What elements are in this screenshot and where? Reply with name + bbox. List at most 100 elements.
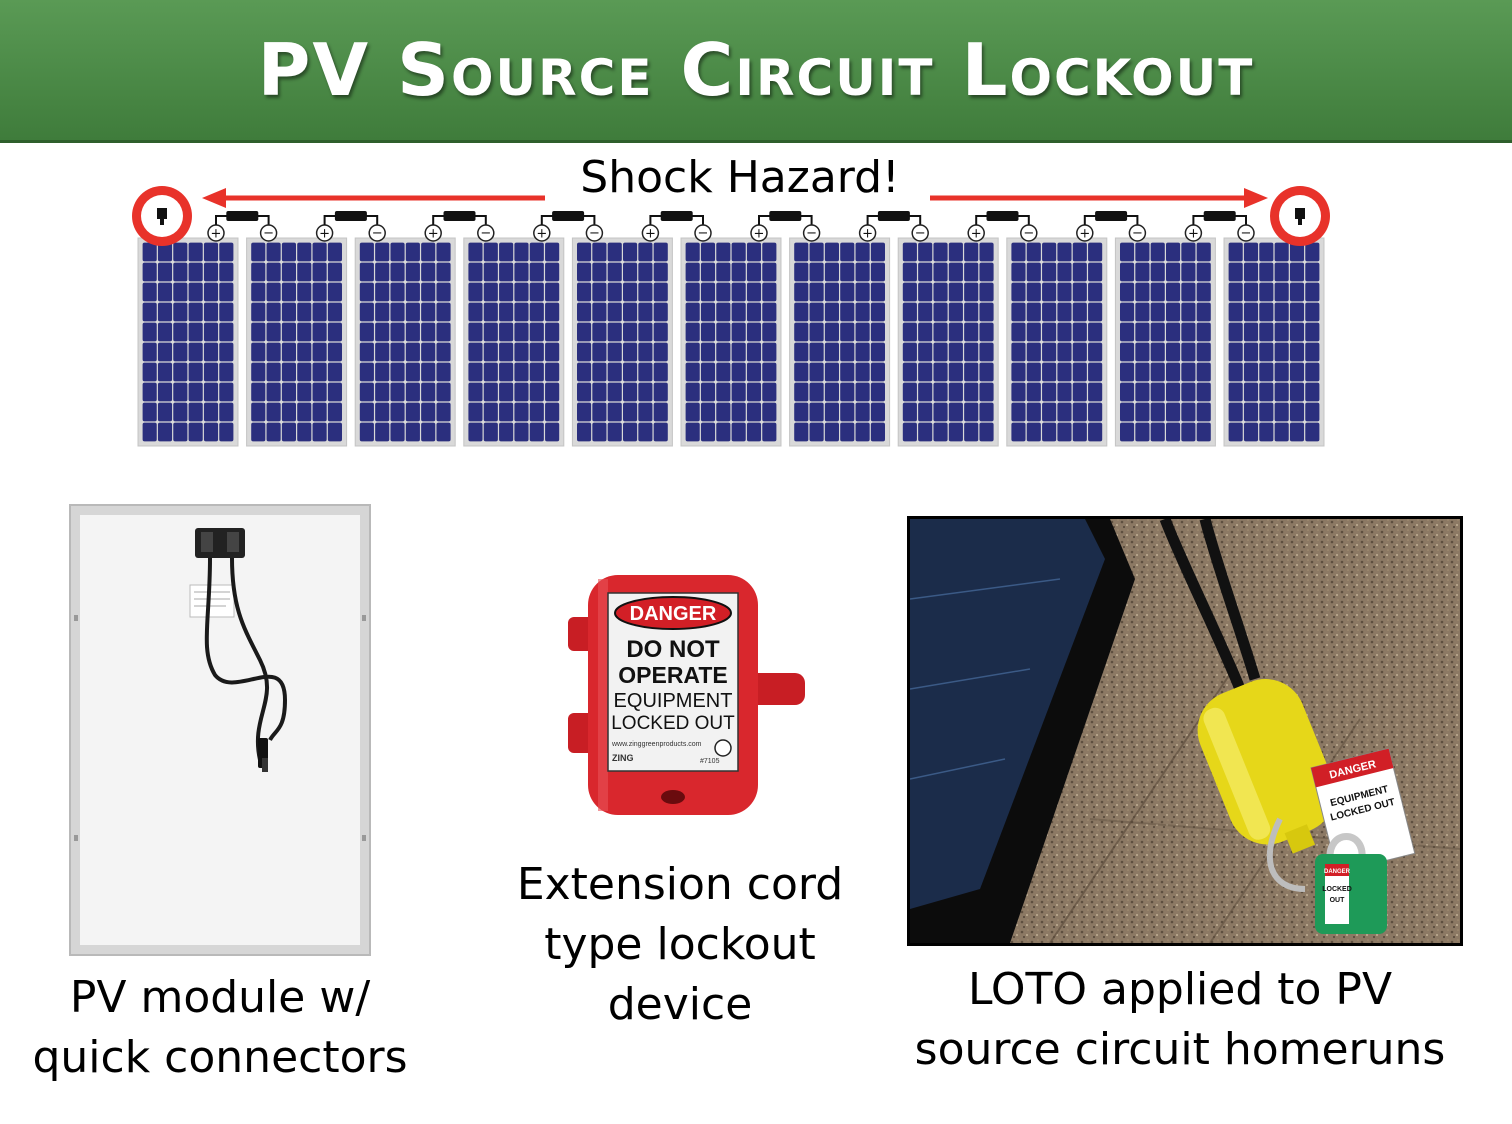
pv-cell — [685, 422, 700, 442]
pv-cell — [794, 322, 809, 342]
pv-cell — [142, 402, 157, 422]
pv-cell — [188, 362, 203, 382]
pv-cell — [948, 242, 963, 262]
pv-cell — [1228, 402, 1243, 422]
pv-cell — [1120, 362, 1135, 382]
pv-cell — [1042, 322, 1057, 342]
pv-cell — [1026, 262, 1041, 282]
pv-cell — [297, 302, 312, 322]
pv-cell — [251, 362, 266, 382]
pv-cell — [203, 422, 219, 442]
pv-cell — [421, 242, 436, 262]
pv-cell — [577, 262, 592, 282]
device-website: www.zinggreenproducts.com — [611, 741, 702, 748]
pv-cell — [266, 402, 281, 422]
pv-cell — [762, 302, 777, 322]
pv-cell — [157, 382, 173, 402]
pv-cell — [746, 362, 762, 382]
pv-cell — [142, 262, 157, 282]
pv-cell — [1072, 362, 1087, 382]
pv-cell — [762, 422, 777, 442]
pv-cell — [203, 362, 219, 382]
pv-cell — [1088, 342, 1103, 362]
connector-plug — [334, 211, 367, 221]
pv-cell — [219, 302, 234, 322]
pv-cell — [1228, 242, 1243, 262]
pv-cell — [870, 302, 885, 322]
pv-cell — [436, 322, 451, 342]
pv-cell — [375, 302, 390, 322]
pv-cell — [1150, 322, 1165, 342]
pv-cell — [731, 282, 746, 302]
pv-cell — [933, 282, 948, 302]
pv-cell — [1042, 362, 1057, 382]
pv-cell — [390, 402, 405, 422]
pv-cell — [1088, 262, 1103, 282]
pv-cell — [1135, 402, 1150, 422]
pv-cell — [281, 402, 296, 422]
pv-cell — [577, 322, 592, 342]
pv-cell — [1259, 382, 1274, 402]
pv-cell — [1289, 262, 1305, 282]
pv-cell — [592, 322, 607, 342]
pv-cell — [700, 282, 716, 302]
pv-cell — [312, 342, 327, 362]
pv-cell — [700, 402, 716, 422]
pv-cell — [173, 342, 188, 362]
pv-cell — [794, 242, 809, 262]
pv-cell — [1026, 422, 1041, 442]
pv-cell — [297, 262, 312, 282]
pv-cell — [979, 382, 994, 402]
plus-terminal-label: + — [1079, 227, 1090, 242]
pv-cell — [203, 322, 219, 342]
pv-cell — [327, 322, 342, 342]
pv-cell — [499, 302, 514, 322]
pv-cell — [592, 282, 607, 302]
pv-cell — [794, 422, 809, 442]
pv-cell — [188, 382, 203, 402]
pv-cell — [545, 382, 560, 402]
pv-cell — [188, 342, 203, 362]
pv-cell — [327, 402, 342, 422]
pv-cell — [902, 342, 917, 362]
pv-cell — [1150, 282, 1165, 302]
pv-cell — [436, 242, 451, 262]
plus-terminal-label: + — [211, 227, 222, 242]
pv-cell — [731, 242, 746, 262]
pv-cell — [979, 262, 994, 282]
connector-pin-tip — [160, 218, 164, 225]
pv-cell — [902, 242, 917, 262]
pv-string-diagram: Shock Hazard! +−+−+−+−+−+−+−+−+−+− — [0, 150, 1512, 455]
pv-cell — [746, 242, 762, 262]
minus-terminal-icon — [368, 224, 386, 242]
pv-cell — [746, 342, 762, 362]
pv-cell — [1166, 382, 1181, 402]
pv-cell — [251, 262, 266, 282]
plus-terminal-label: + — [319, 227, 330, 242]
pv-cell — [1120, 262, 1135, 282]
pv-cell — [529, 262, 544, 282]
pv-cell — [468, 362, 483, 382]
pv-cell — [359, 242, 374, 262]
pv-cell — [824, 262, 839, 282]
pv-cell — [483, 342, 498, 362]
pv-cell — [1042, 422, 1057, 442]
pv-cell — [716, 242, 731, 262]
pv-cell — [794, 382, 809, 402]
pv-cell — [979, 282, 994, 302]
pv-cell — [933, 362, 948, 382]
pv-cell — [1243, 282, 1259, 302]
pv-cell — [251, 302, 266, 322]
pv-cell — [188, 302, 203, 322]
pv-cell — [142, 302, 157, 322]
pv-cell — [607, 342, 622, 362]
pv-cell — [746, 322, 762, 342]
pv-cell — [405, 342, 420, 362]
pv-cell — [390, 242, 405, 262]
pv-cell — [716, 422, 731, 442]
minus-terminal-label: − — [698, 226, 709, 241]
pv-cell — [870, 242, 885, 262]
pv-cell — [421, 362, 436, 382]
pv-cell — [746, 262, 762, 282]
pv-cell — [948, 362, 963, 382]
